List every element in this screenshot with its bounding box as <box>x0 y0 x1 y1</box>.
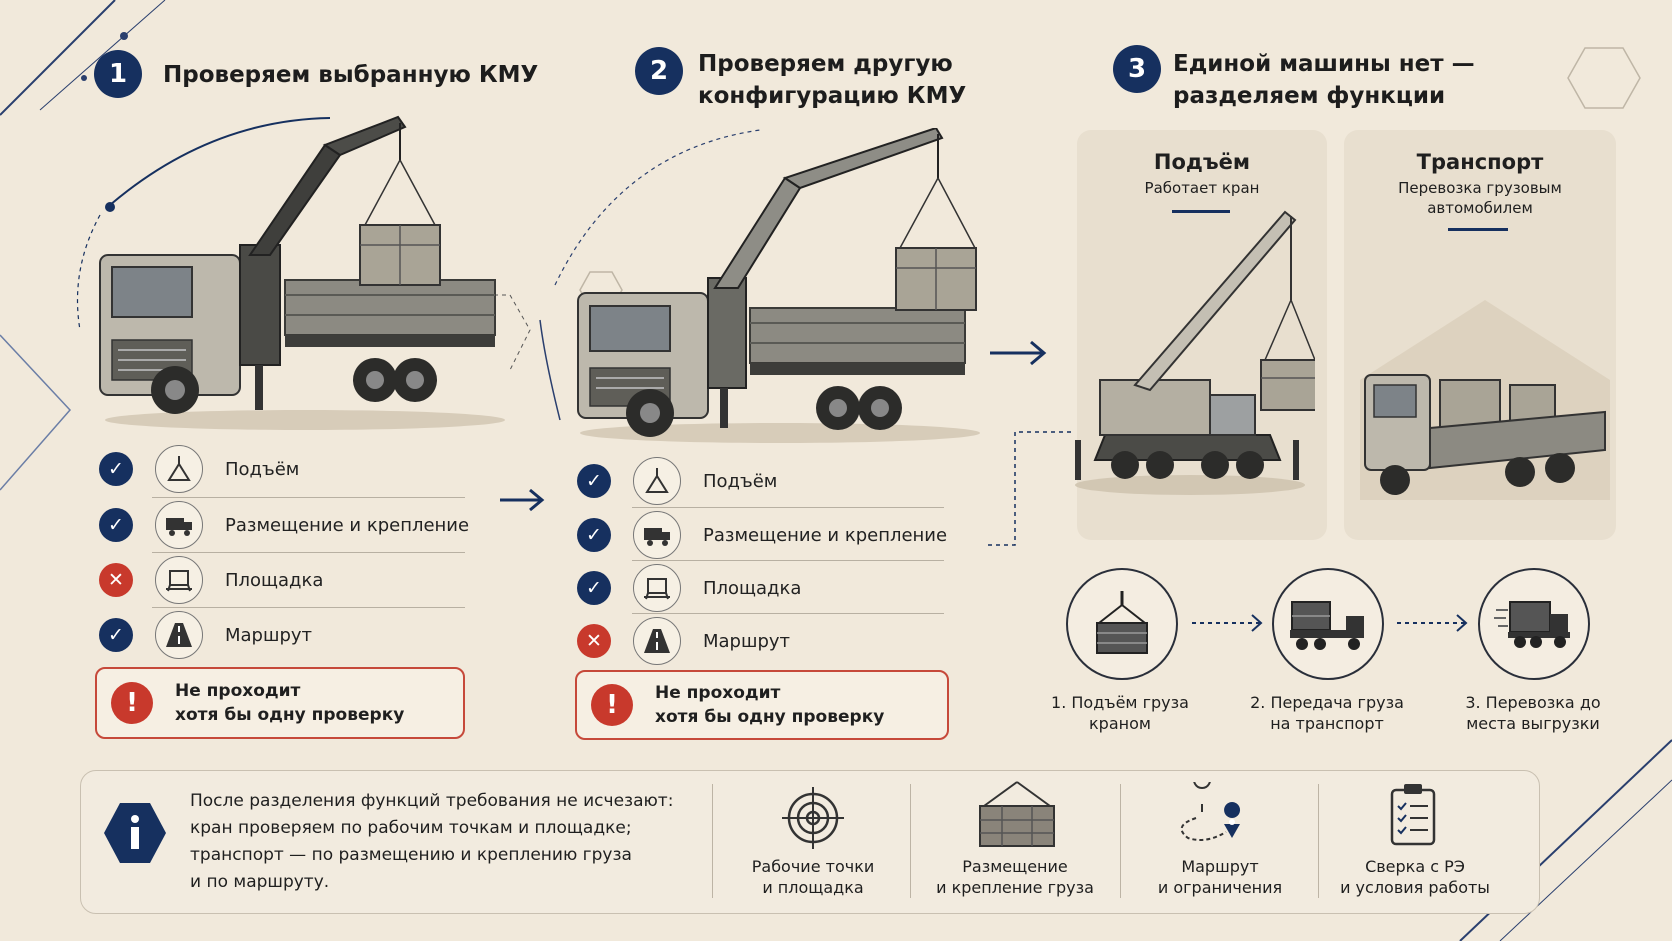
step-2-title: Проверяем другую конфигурацию КМУ <box>698 51 967 109</box>
crane-truck-2-illustration <box>577 128 980 443</box>
step-1-number: 1 <box>94 50 142 98</box>
crate-hook-icon <box>1096 591 1148 654</box>
card-lift-subtitle: Работает кран <box>1144 179 1260 197</box>
step-2-number: 2 <box>635 47 683 95</box>
flow-step-3 <box>1478 568 1590 680</box>
check-label: Подъём <box>703 470 778 492</box>
platform-icon <box>633 564 681 612</box>
flow-step-2-label: 2. Передача груза на транспорт <box>1250 693 1404 733</box>
feature-work-points-label: Рабочие точки и площадка <box>751 857 875 897</box>
check-lift: ✓ Подъём <box>99 442 299 496</box>
crane-truck-1-illustration <box>99 115 505 430</box>
loaded-truck-icon <box>1290 601 1364 650</box>
check-ok-icon: ✓ <box>99 508 133 542</box>
check-label: Размещение и крепление <box>703 524 948 546</box>
clipboard-icon <box>1390 784 1436 846</box>
flow-step-1 <box>1066 568 1178 680</box>
moving-truck-icon <box>1494 601 1570 648</box>
warning-icon: ! <box>591 684 633 726</box>
warning-box-2: ! Не проходит хотя бы одну проверку <box>575 670 949 740</box>
check-label: Маршрут <box>703 630 791 652</box>
flow-step-1-label: 1. Подъём груза краном <box>1051 693 1189 733</box>
check-label: Площадка <box>225 569 324 591</box>
check-ok-icon: ✓ <box>577 571 611 605</box>
info-text: После разделения функций требования не и… <box>190 791 674 892</box>
check-platform: ✕ Площадка <box>99 553 323 607</box>
check-ok-icon: ✓ <box>99 452 133 486</box>
warning-text: Не проходит хотя бы одну проверку <box>175 681 405 725</box>
lift-icon <box>155 445 203 493</box>
route-icon <box>1180 782 1241 841</box>
dashed-arrow-icon <box>1192 614 1263 632</box>
check-label: Подъём <box>225 458 300 480</box>
check-placement: ✓ Размещение и крепление <box>577 508 947 562</box>
check-ok-icon: ✓ <box>577 464 611 498</box>
warning-box-1: ! Не проходит хотя бы одну проверку <box>95 667 465 739</box>
check-label: Маршрут <box>225 624 313 646</box>
platform-icon <box>155 556 203 604</box>
check-ok-icon: ✓ <box>99 618 133 652</box>
check-fail-icon: ✕ <box>99 563 133 597</box>
flow-step-3-label: 3. Перевозка до места выгрузки <box>1465 693 1601 733</box>
dashed-arrow-icon <box>1397 614 1468 632</box>
target-icon <box>782 787 844 849</box>
card-transport-title: Транспорт <box>1416 150 1544 174</box>
truck-icon <box>633 511 681 559</box>
flow-step-2 <box>1272 568 1384 680</box>
truck-icon <box>155 501 203 549</box>
warning-text: Не проходит хотя бы одну проверку <box>655 683 885 727</box>
arrow-right-icon <box>990 340 1047 366</box>
crate-icon <box>979 781 1055 847</box>
lift-icon <box>633 457 681 505</box>
check-route: ✕ Маршрут <box>577 614 790 668</box>
warning-icon: ! <box>111 682 153 724</box>
feature-manual-label: Сверка с РЭ и условия работы <box>1340 857 1490 897</box>
flatbed-truck-illustration <box>1360 300 1610 500</box>
card-transport-subtitle: Перевозка грузовым автомобилем <box>1398 179 1562 217</box>
info-icon <box>104 803 166 863</box>
check-placement: ✓ Размещение и крепление <box>99 498 469 552</box>
step-3-title: Единой машины нет — разделяем функции <box>1173 51 1475 109</box>
road-icon <box>633 617 681 665</box>
step-3-number: 3 <box>1113 45 1161 93</box>
check-ok-icon: ✓ <box>577 518 611 552</box>
step-1-title: Проверяем выбранную КМУ <box>163 62 539 88</box>
card-lift-title: Подъём <box>1153 150 1251 174</box>
feature-route-label: Маршрут и ограничения <box>1157 857 1283 897</box>
check-label: Размещение и крепление <box>225 514 470 536</box>
check-platform: ✓ Площадка <box>577 561 801 615</box>
mobile-crane-illustration <box>1075 210 1315 495</box>
check-fail-icon: ✕ <box>577 624 611 658</box>
feature-placement-label: Размещение и крепление груза <box>936 857 1094 897</box>
check-label: Площадка <box>703 577 802 599</box>
arrow-right-icon <box>500 488 545 512</box>
check-route: ✓ Маршрут <box>99 608 312 662</box>
check-lift: ✓ Подъём <box>577 454 777 508</box>
road-icon <box>155 611 203 659</box>
